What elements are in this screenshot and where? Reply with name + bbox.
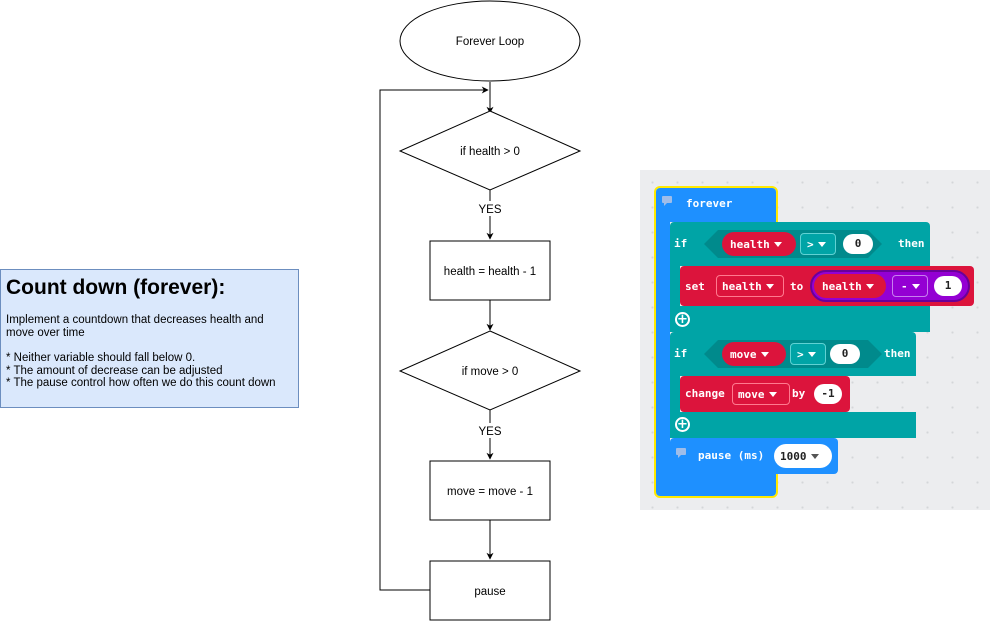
expr-variable-dropdown[interactable]: health	[814, 274, 886, 298]
expr-variable-name: health	[822, 279, 862, 293]
yes1-label: YES	[478, 204, 501, 216]
change-variable-dropdown[interactable]: move	[732, 383, 790, 405]
if-keyword: if	[674, 237, 688, 250]
add-else-icon[interactable]: +	[675, 417, 690, 432]
variable-name: move	[730, 347, 757, 361]
process2-rect	[429, 460, 551, 521]
chevron-down-icon	[817, 241, 826, 247]
variable-dropdown[interactable]: move	[722, 342, 786, 366]
then-keyword: then	[898, 237, 925, 250]
math-operator-dropdown[interactable]: -	[892, 275, 928, 297]
note-bullet: * The pause control how often we do this…	[6, 377, 276, 389]
operator-symbol: >	[797, 347, 804, 361]
chevron-down-icon	[773, 241, 782, 247]
decision2-label: if move > 0	[462, 366, 519, 378]
change-number-input[interactable]: -1	[814, 384, 842, 404]
process2-label: move = move - 1	[447, 486, 533, 498]
chevron-down-icon	[760, 351, 769, 357]
change-keyword: change	[685, 387, 725, 400]
comment-icon[interactable]	[676, 448, 686, 458]
number-input[interactable]: 0	[843, 234, 873, 254]
change-variable-name: move	[738, 387, 765, 401]
variable-dropdown[interactable]: health	[722, 232, 796, 256]
pause-label: pause	[474, 586, 505, 598]
note-bullet: * The amount of decrease can be adjusted	[6, 364, 223, 377]
note-description: Implement a countdown that decreases hea…	[6, 314, 264, 339]
yes2-label: YES	[478, 426, 501, 438]
pause-label: pause (ms)	[698, 449, 765, 462]
operator-dropdown[interactable]: >	[800, 233, 836, 255]
set-keyword: set	[685, 280, 705, 293]
chevron-down-icon	[765, 283, 774, 289]
if-keyword: if	[674, 347, 688, 360]
decision2-diamond	[398, 330, 582, 411]
start-ellipse	[399, 0, 581, 82]
variable-name: health	[730, 237, 770, 251]
chevron-down-icon	[768, 391, 777, 397]
math-operator-symbol: -	[901, 279, 908, 293]
add-else-icon[interactable]: +	[675, 312, 690, 327]
then-keyword: then	[884, 347, 911, 360]
forever-label: forever	[686, 197, 733, 210]
set-variable-dropdown[interactable]: health	[716, 275, 784, 297]
pause-rect	[429, 560, 551, 621]
start-label: Forever Loop	[456, 36, 524, 48]
number-input[interactable]: 0	[830, 344, 860, 364]
expr-number-input[interactable]: 1	[934, 276, 962, 296]
operator-symbol: >	[807, 237, 814, 251]
note-bullet: * Neither variable should fall below 0.	[6, 352, 196, 364]
by-keyword: by	[792, 387, 806, 400]
decision1-label: if health > 0	[460, 146, 520, 158]
process1-label: health = health - 1	[444, 266, 536, 278]
comment-icon[interactable]	[662, 196, 672, 206]
pause-duration-value: 1000	[780, 449, 807, 463]
blocks-workspace[interactable]: forever if health > 0 then set health to…	[640, 170, 990, 510]
operator-dropdown[interactable]: >	[790, 343, 826, 365]
note-box: Count down (forever): Implement a countd…	[0, 269, 299, 408]
chevron-down-icon	[865, 283, 874, 289]
chevron-down-icon	[810, 453, 819, 459]
flowchart: Forever Loop if health > 0 YES health = …	[379, 0, 582, 621]
loop-back-connector	[379, 86, 489, 591]
set-variable-name: health	[722, 279, 762, 293]
chevron-down-icon	[807, 351, 816, 357]
note-title: Count down (forever):	[6, 276, 226, 299]
chevron-down-icon	[911, 283, 920, 289]
process1-rect	[429, 240, 551, 301]
decision1-diamond	[398, 110, 582, 191]
pause-duration-dropdown[interactable]: 1000	[774, 444, 832, 468]
to-keyword: to	[790, 280, 804, 293]
